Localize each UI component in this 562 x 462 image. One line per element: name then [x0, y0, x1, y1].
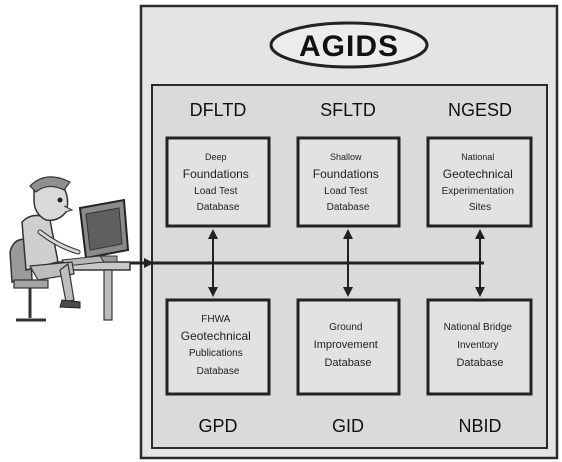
svg-text:Shallow Foundations: Shallow Foundations Load Test Database	[313, 147, 384, 213]
db-line: Database	[197, 366, 240, 377]
db-line: Sites	[469, 202, 491, 213]
db-line: Improvement	[314, 339, 378, 351]
db-line: Deep	[205, 152, 227, 162]
db-box-frame	[296, 298, 401, 396]
db-line: Database	[324, 357, 371, 369]
acronym-ngesd: NGESD	[448, 100, 512, 120]
acronym-gid: GID	[332, 416, 364, 436]
svg-text:FHWA Geotechnical: FHWA Geotechnical Publications Database	[181, 309, 256, 377]
db-line: Load Test	[194, 186, 237, 197]
db-line: Foundations	[313, 167, 379, 181]
acronym-gpd: GPD	[198, 416, 237, 436]
db-line: Database	[197, 202, 240, 213]
db-line: National Bridge	[444, 322, 513, 333]
acronym-dfltd: DFLTD	[190, 100, 247, 120]
db-box-gpd: FHWA Geotechnical Publications Database	[165, 298, 271, 396]
db-line: Ground	[329, 322, 362, 333]
db-box-frame	[296, 136, 401, 228]
db-box-gid: Ground Improvement Database	[296, 298, 401, 396]
person-at-computer-icon	[9, 176, 131, 322]
db-line: Experimentation	[442, 186, 514, 197]
db-line: Inventory	[457, 340, 498, 351]
svg-text:Deep Foundations L: Deep Foundations Load Test Database	[183, 147, 254, 213]
db-line: Geotechnical	[443, 167, 513, 181]
svg-text:National Geotechnical: National Geotechnical Experimentation Si…	[442, 147, 519, 213]
svg-text:National Bridge Inventor: National Bridge Inventory Database	[444, 317, 517, 369]
db-box-ngesd: National Geotechnical Experimentation Si…	[426, 136, 533, 228]
db-box-dfltd: Deep Foundations Load Test Database	[165, 136, 271, 228]
db-box-frame	[165, 136, 271, 228]
db-line: Geotechnical	[181, 329, 251, 343]
svg-text:Ground Improvement: Ground Improvement Database	[314, 317, 383, 369]
db-line: Foundations	[183, 167, 249, 181]
acronym-nbid: NBID	[458, 416, 501, 436]
db-box-nbid: National Bridge Inventory Database	[426, 298, 533, 396]
title-badge: AGIDS	[269, 21, 429, 69]
db-box-frame	[426, 298, 533, 396]
db-box-frame	[165, 298, 271, 396]
db-line: National	[461, 152, 494, 162]
db-line: Shallow	[330, 152, 362, 162]
db-line: Database	[456, 357, 503, 369]
diagram-title: AGIDS	[299, 30, 399, 63]
db-box-sfltd: Shallow Foundations Load Test Database	[296, 136, 401, 228]
title-oval	[269, 21, 429, 69]
db-line: FHWA	[201, 314, 230, 325]
db-line: Database	[327, 202, 370, 213]
db-box-frame	[426, 136, 533, 228]
db-line: Load Test	[324, 186, 367, 197]
db-line: Publications	[189, 348, 243, 359]
acronym-sfltd: SFLTD	[320, 100, 376, 120]
